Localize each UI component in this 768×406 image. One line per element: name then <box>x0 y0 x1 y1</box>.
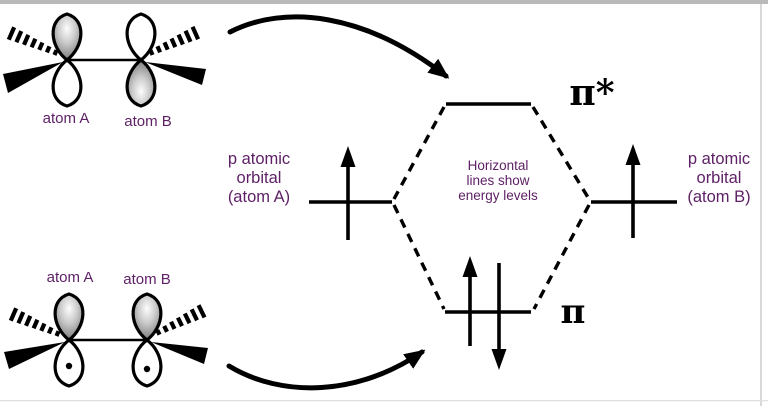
left-ao-caption: p atomic orbital (atom A) <box>228 150 290 206</box>
note-line: Horizontal <box>468 158 529 173</box>
correlation-dashed-line <box>392 106 446 200</box>
electron-dot <box>143 365 151 373</box>
p-orbital-lobe-shaded <box>51 12 83 62</box>
caption-line: p atomic <box>228 150 290 168</box>
arrow-head-icon <box>340 146 356 167</box>
orbital-pair-antibonding: atom A atom B <box>3 12 206 130</box>
arrow-head-icon <box>491 349 507 370</box>
caption-line: (atom A) <box>228 188 290 206</box>
caption-line: p atomic <box>688 150 750 168</box>
orbital-pair-bonding: atom A atom B <box>4 269 208 388</box>
curved-arrow-to-bonding-icon <box>226 349 426 391</box>
pi-star-label: π* <box>569 72 614 114</box>
solid-wedge-bond <box>3 62 63 93</box>
solid-wedge-bond <box>4 342 65 369</box>
energy-level-diagram: π* π p atomic orbital (atom A) p atomic … <box>228 72 751 370</box>
pi-electron-pair <box>462 256 507 370</box>
electron-dot <box>65 362 73 370</box>
p-orbital-lobe-shaded <box>131 292 163 342</box>
note-line: lines show <box>466 173 529 188</box>
dashed-wedge-bond <box>155 305 204 338</box>
bottom-window-edge <box>0 400 768 402</box>
atom-a-label: atom A <box>43 110 90 127</box>
pi-label: π <box>561 292 586 332</box>
left-ao-electron <box>340 146 356 240</box>
p-orbital-lobe-shaded <box>125 58 157 108</box>
arrow-head-icon <box>462 256 478 277</box>
correlation-dashed-line <box>532 204 591 310</box>
top-window-edge <box>0 0 768 4</box>
atom-b-label: atom B <box>124 113 172 130</box>
p-orbital-lobe-shaded <box>53 292 85 342</box>
atom-a-label: atom A <box>47 269 94 286</box>
caption-line: (atom B) <box>687 188 750 206</box>
p-orbital-lobe-white <box>51 58 83 108</box>
dashed-wedge-bond <box>11 308 60 340</box>
arrow-head-icon <box>625 144 641 165</box>
solid-wedge-bond <box>145 62 206 85</box>
correlation-dashed-line <box>392 204 446 310</box>
caption-line: orbital <box>697 169 742 187</box>
right-ao-caption: p atomic orbital (atom B) <box>687 150 750 206</box>
p-orbital-lobe-white <box>125 12 157 62</box>
note-line: energy levels <box>458 188 538 203</box>
dashed-wedge-bond <box>9 27 58 59</box>
curved-arrow-to-antibonding-icon <box>227 14 450 79</box>
p-orbital-lobe-white <box>131 338 163 388</box>
center-note: Horizontal lines show energy levels <box>458 158 538 203</box>
correlation-dashed-line <box>531 106 591 200</box>
atom-b-label: atom B <box>123 271 171 288</box>
right-window-edge <box>760 4 762 406</box>
solid-wedge-bond <box>151 342 208 364</box>
right-ao-electron <box>625 144 641 238</box>
caption-line: orbital <box>237 169 282 187</box>
